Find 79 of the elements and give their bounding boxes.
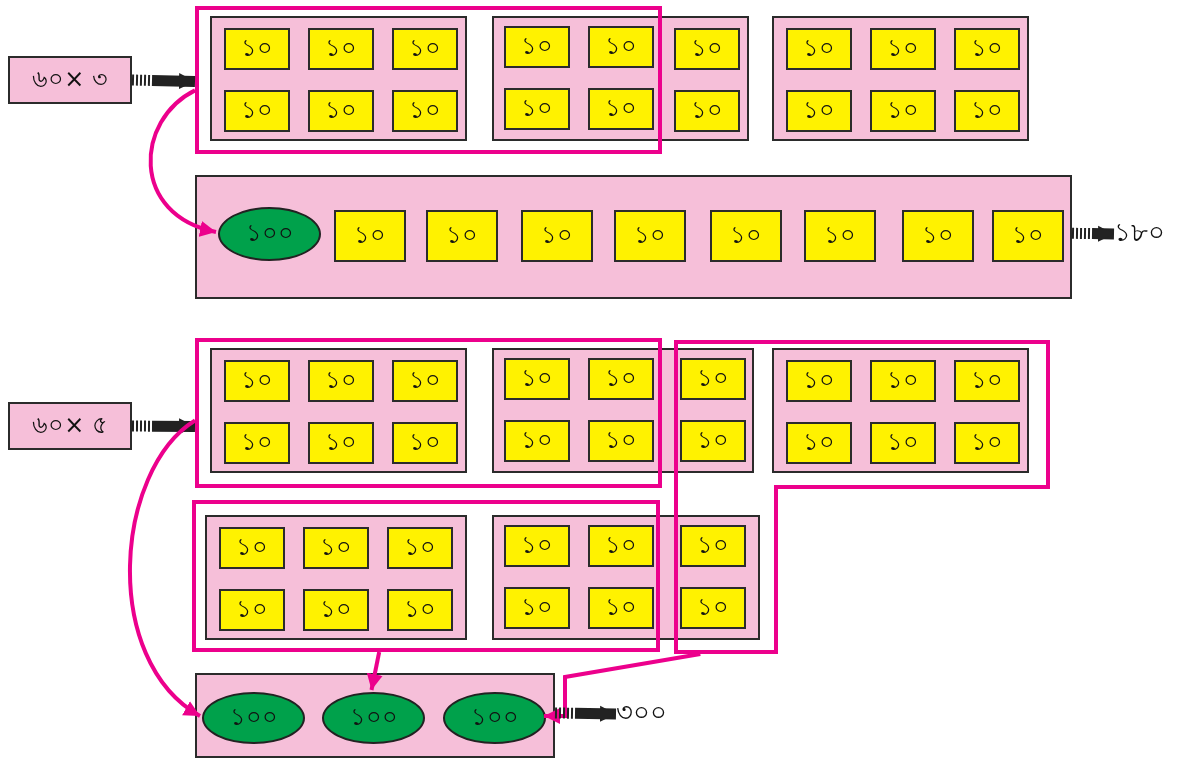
ten-tile: ১০ <box>786 360 852 402</box>
expression-box: ৬০× ৩ <box>8 56 132 104</box>
tile-group-panel <box>205 515 467 640</box>
result-number: ১৮০ <box>1114 213 1198 255</box>
ten-tile: ১০ <box>680 587 746 629</box>
ten-tile: ১০ <box>786 422 852 464</box>
ten-tile: ১০ <box>588 88 654 130</box>
ten-tile: ১০ <box>504 88 570 130</box>
expression-box: ৬০× ৫ <box>8 402 132 450</box>
ten-tile: ১০ <box>392 28 458 70</box>
arrow <box>544 652 701 724</box>
tile-group-panel <box>210 348 467 473</box>
ten-tile: ১০ <box>588 26 654 68</box>
ten-tile: ১০ <box>870 422 936 464</box>
ten-tile: ১০ <box>224 28 290 70</box>
tile-group-panel <box>772 348 1029 473</box>
ten-tile: ১০ <box>219 589 285 631</box>
result-number: ৩০০ <box>616 693 706 735</box>
ten-tile: ১০ <box>334 210 406 262</box>
ten-tile: ১০ <box>588 358 654 400</box>
ten-tile: ১০ <box>224 90 290 132</box>
ten-tile: ১০ <box>392 360 458 402</box>
ten-tile: ১০ <box>504 358 570 400</box>
ten-tile: ১০ <box>521 210 593 262</box>
ten-tile: ১০ <box>674 28 740 70</box>
ten-tile: ১০ <box>303 527 369 569</box>
ten-tile: ১০ <box>680 420 746 462</box>
ten-tile: ১০ <box>588 587 654 629</box>
ten-tile: ১০ <box>308 422 374 464</box>
ten-tile: ১০ <box>614 210 686 262</box>
arrow <box>131 418 196 435</box>
ten-tile: ১০ <box>680 358 746 400</box>
ten-tile: ১০ <box>224 360 290 402</box>
hundred-oval: ১০০ <box>202 692 305 744</box>
arrow <box>131 73 196 90</box>
arrow <box>366 651 383 691</box>
ten-tile: ১০ <box>308 28 374 70</box>
ten-tile: ১০ <box>504 26 570 68</box>
ten-tile: ১০ <box>804 210 876 262</box>
arrow <box>1071 225 1115 242</box>
ten-tile: ১০ <box>308 90 374 132</box>
hundred-oval: ১০০ <box>322 692 425 744</box>
ten-tile: ১০ <box>954 422 1020 464</box>
ten-tile: ১০ <box>504 420 570 462</box>
ten-tile: ১০ <box>588 525 654 567</box>
ten-tile: ১০ <box>870 28 936 70</box>
arrow <box>554 705 617 722</box>
ten-tile: ১০ <box>674 90 740 132</box>
ten-tile: ১০ <box>954 360 1020 402</box>
ten-tile: ১০ <box>504 587 570 629</box>
arrow <box>148 88 217 236</box>
arrow <box>128 418 202 718</box>
ten-tile: ১০ <box>954 90 1020 132</box>
tile-group-panel <box>772 16 1029 141</box>
ten-tile: ১০ <box>786 90 852 132</box>
ten-tile: ১০ <box>426 210 498 262</box>
hundred-oval: ১০০ <box>443 692 546 744</box>
ten-tile: ১০ <box>588 420 654 462</box>
ten-tile: ১০ <box>387 589 453 631</box>
ten-tile: ১০ <box>786 28 852 70</box>
ten-tile: ১০ <box>870 360 936 402</box>
ten-tile: ১০ <box>870 90 936 132</box>
ten-tile: ১০ <box>392 422 458 464</box>
ten-tile: ১০ <box>992 210 1064 262</box>
ten-tile: ১০ <box>392 90 458 132</box>
tile-group-panel <box>210 16 467 141</box>
ten-tile: ১০ <box>219 527 285 569</box>
ten-tile: ১০ <box>308 360 374 402</box>
result-row-panel <box>195 673 555 758</box>
ten-tile: ১০ <box>902 210 974 262</box>
ten-tile: ১০ <box>954 28 1020 70</box>
ten-tile: ১০ <box>680 525 746 567</box>
hundred-oval: ১০০ <box>218 207 321 261</box>
ten-tile: ১০ <box>303 589 369 631</box>
ten-tile: ১০ <box>504 525 570 567</box>
ten-tile: ১০ <box>224 422 290 464</box>
result-row-panel <box>195 175 1072 299</box>
ten-tile: ১০ <box>710 210 782 262</box>
ten-tile: ১০ <box>387 527 453 569</box>
